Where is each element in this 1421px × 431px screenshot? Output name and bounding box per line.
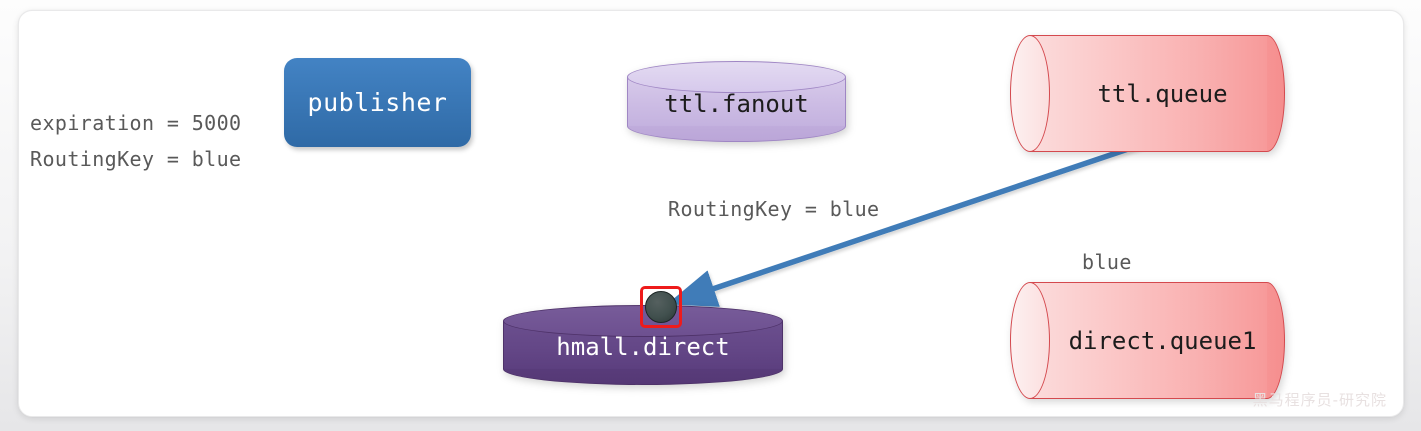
watermark: 黑马程序员-研究院	[1252, 391, 1387, 409]
node-hmall-direct-label: hmall.direct	[556, 333, 730, 361]
node-publisher[interactable]: publisher	[284, 58, 471, 147]
diagram-card: expiration = 5000 RoutingKey = blue Rout…	[18, 10, 1404, 417]
node-ttl-queue-label: ttl.queue	[1097, 79, 1228, 108]
node-direct-queue1-body	[1030, 282, 1267, 399]
node-ttl-fanout-label: ttl.fanout	[664, 90, 809, 118]
binding-point-icon	[645, 291, 677, 323]
annotation-expiration: expiration = 5000	[30, 111, 242, 135]
node-hmall-direct-top-ellipse	[503, 305, 783, 337]
annotation-binding-key-blue: blue	[1082, 250, 1132, 274]
node-direct-queue1-left-cap	[1010, 282, 1050, 399]
annotation-routing-key-dead-letter: RoutingKey = blue	[668, 197, 880, 221]
node-ttl-queue-left-cap	[1010, 35, 1050, 152]
binding-highlight-box	[640, 286, 682, 328]
node-ttl-queue-body	[1030, 35, 1267, 152]
annotation-routing-key-publisher: RoutingKey = blue	[30, 147, 242, 171]
node-ttl-queue[interactable]: ttl.queue	[1010, 35, 1285, 152]
node-direct-queue1[interactable]: direct.queue1	[1010, 282, 1285, 399]
node-publisher-label: publisher	[307, 88, 448, 117]
node-direct-queue1-label: direct.queue1	[1068, 326, 1257, 355]
node-hmall-direct[interactable]: hmall.direct	[503, 305, 783, 387]
node-ttl-fanout[interactable]: ttl.fanout	[627, 61, 846, 144]
node-ttl-fanout-top-ellipse	[627, 61, 846, 93]
arrow-ttl-queue-to-hmall-direct	[666, 140, 1147, 307]
